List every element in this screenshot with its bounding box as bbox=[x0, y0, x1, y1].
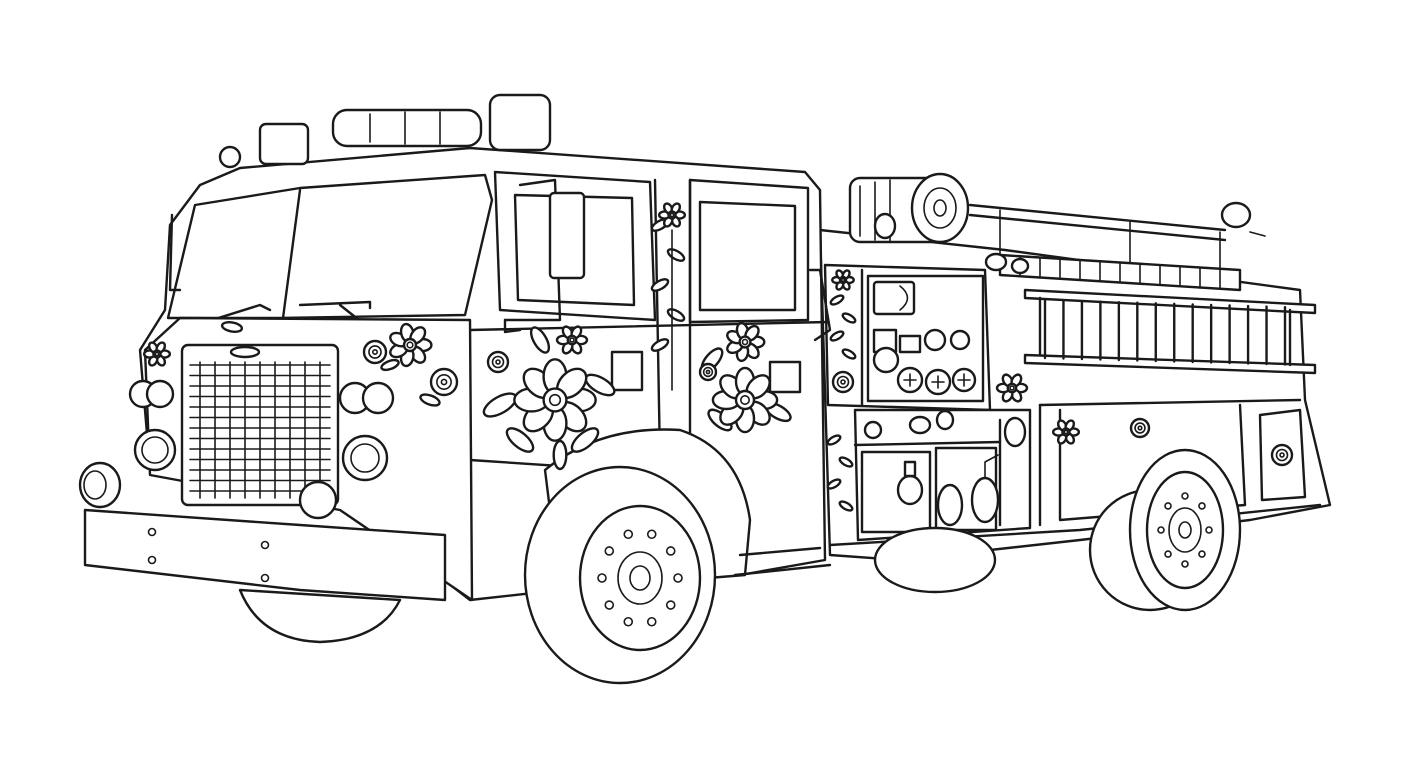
flower-icon bbox=[555, 325, 589, 355]
leaf-icon bbox=[826, 434, 842, 446]
swirl-icon bbox=[1129, 417, 1151, 439]
pressure-gauge-icon bbox=[872, 346, 900, 374]
swirl-icon bbox=[429, 367, 459, 397]
leaf-icon bbox=[529, 326, 551, 354]
flower-icon bbox=[1051, 419, 1081, 445]
leaf-icon bbox=[841, 312, 857, 324]
lightbar-icon bbox=[331, 108, 483, 148]
rear-beacon-icon bbox=[1220, 201, 1252, 229]
pump-panel bbox=[823, 263, 992, 412]
lug-nut-icon bbox=[604, 546, 615, 556]
bumper-bolt-icon bbox=[147, 555, 157, 565]
extinguisher-icon bbox=[936, 483, 964, 527]
leaf-icon bbox=[570, 427, 600, 453]
hose-reel bbox=[848, 172, 970, 244]
leaf-icon bbox=[841, 348, 857, 360]
flower-icon bbox=[657, 202, 687, 228]
door-handle-icon bbox=[610, 350, 644, 392]
lug-nut-icon bbox=[1164, 550, 1172, 558]
front-face bbox=[78, 316, 474, 602]
bumper-bolt-icon bbox=[260, 540, 270, 550]
front-wheels bbox=[238, 428, 832, 685]
floral-decorations bbox=[142, 202, 1294, 512]
lug-nut-icon bbox=[1198, 550, 1206, 558]
lug-nut-icon bbox=[673, 573, 683, 583]
top-handrail bbox=[968, 201, 1266, 271]
flower-icon bbox=[995, 373, 1029, 403]
swirl-icon bbox=[831, 370, 855, 394]
leaf-icon bbox=[829, 330, 845, 342]
lug-nut-icon bbox=[646, 616, 657, 627]
lug-nut-icon bbox=[1181, 560, 1189, 568]
lug-nut-icon bbox=[1181, 492, 1189, 500]
flower-icon bbox=[726, 321, 766, 363]
emblem-icon bbox=[229, 345, 261, 359]
leaf-icon bbox=[220, 321, 244, 333]
beacon-left-icon bbox=[258, 122, 310, 166]
leaf-icon bbox=[829, 294, 845, 306]
lug-nut-icon bbox=[623, 529, 634, 540]
lug-nut-icon bbox=[665, 546, 676, 556]
lug-nut-icon bbox=[597, 573, 607, 583]
lug-nut-icon bbox=[1164, 502, 1172, 510]
leaf-icon bbox=[826, 478, 842, 490]
swirl-icon bbox=[1270, 443, 1294, 467]
equipment-compartment bbox=[853, 408, 1032, 542]
flower-icon bbox=[513, 358, 597, 442]
bumper-bolt-icon bbox=[260, 573, 270, 583]
lug-nut-icon bbox=[1198, 502, 1206, 510]
flower-icon bbox=[142, 341, 172, 367]
folded-hose bbox=[984, 252, 1242, 292]
lug-nut-icon bbox=[646, 529, 657, 540]
leaf-icon bbox=[419, 393, 441, 407]
leaf-icon bbox=[505, 427, 535, 453]
flower-icon bbox=[711, 366, 779, 434]
lug-nut-icon bbox=[665, 600, 676, 610]
lug-nut-icon bbox=[604, 600, 615, 610]
front-bumper bbox=[83, 508, 447, 602]
beacon-right-icon bbox=[488, 93, 552, 152]
swirl-icon bbox=[698, 362, 718, 382]
rear-wheels bbox=[873, 448, 1242, 612]
leaf-icon bbox=[650, 278, 670, 292]
lug-nut-icon bbox=[623, 616, 634, 627]
flower-icon bbox=[389, 322, 433, 368]
leaf-icon bbox=[838, 500, 854, 512]
leaf-icon bbox=[650, 338, 670, 352]
leaf-icon bbox=[552, 439, 568, 471]
lug-nut-icon bbox=[1205, 526, 1213, 534]
leaf-icon bbox=[380, 358, 400, 372]
leaf-icon bbox=[838, 456, 854, 468]
swirl-icon bbox=[362, 339, 388, 365]
flower-icon bbox=[831, 269, 855, 291]
bumper-bolt-icon bbox=[147, 527, 157, 537]
ladder bbox=[1023, 288, 1317, 375]
swirl-icon bbox=[486, 350, 510, 374]
lug-nut-icon bbox=[1157, 526, 1165, 534]
